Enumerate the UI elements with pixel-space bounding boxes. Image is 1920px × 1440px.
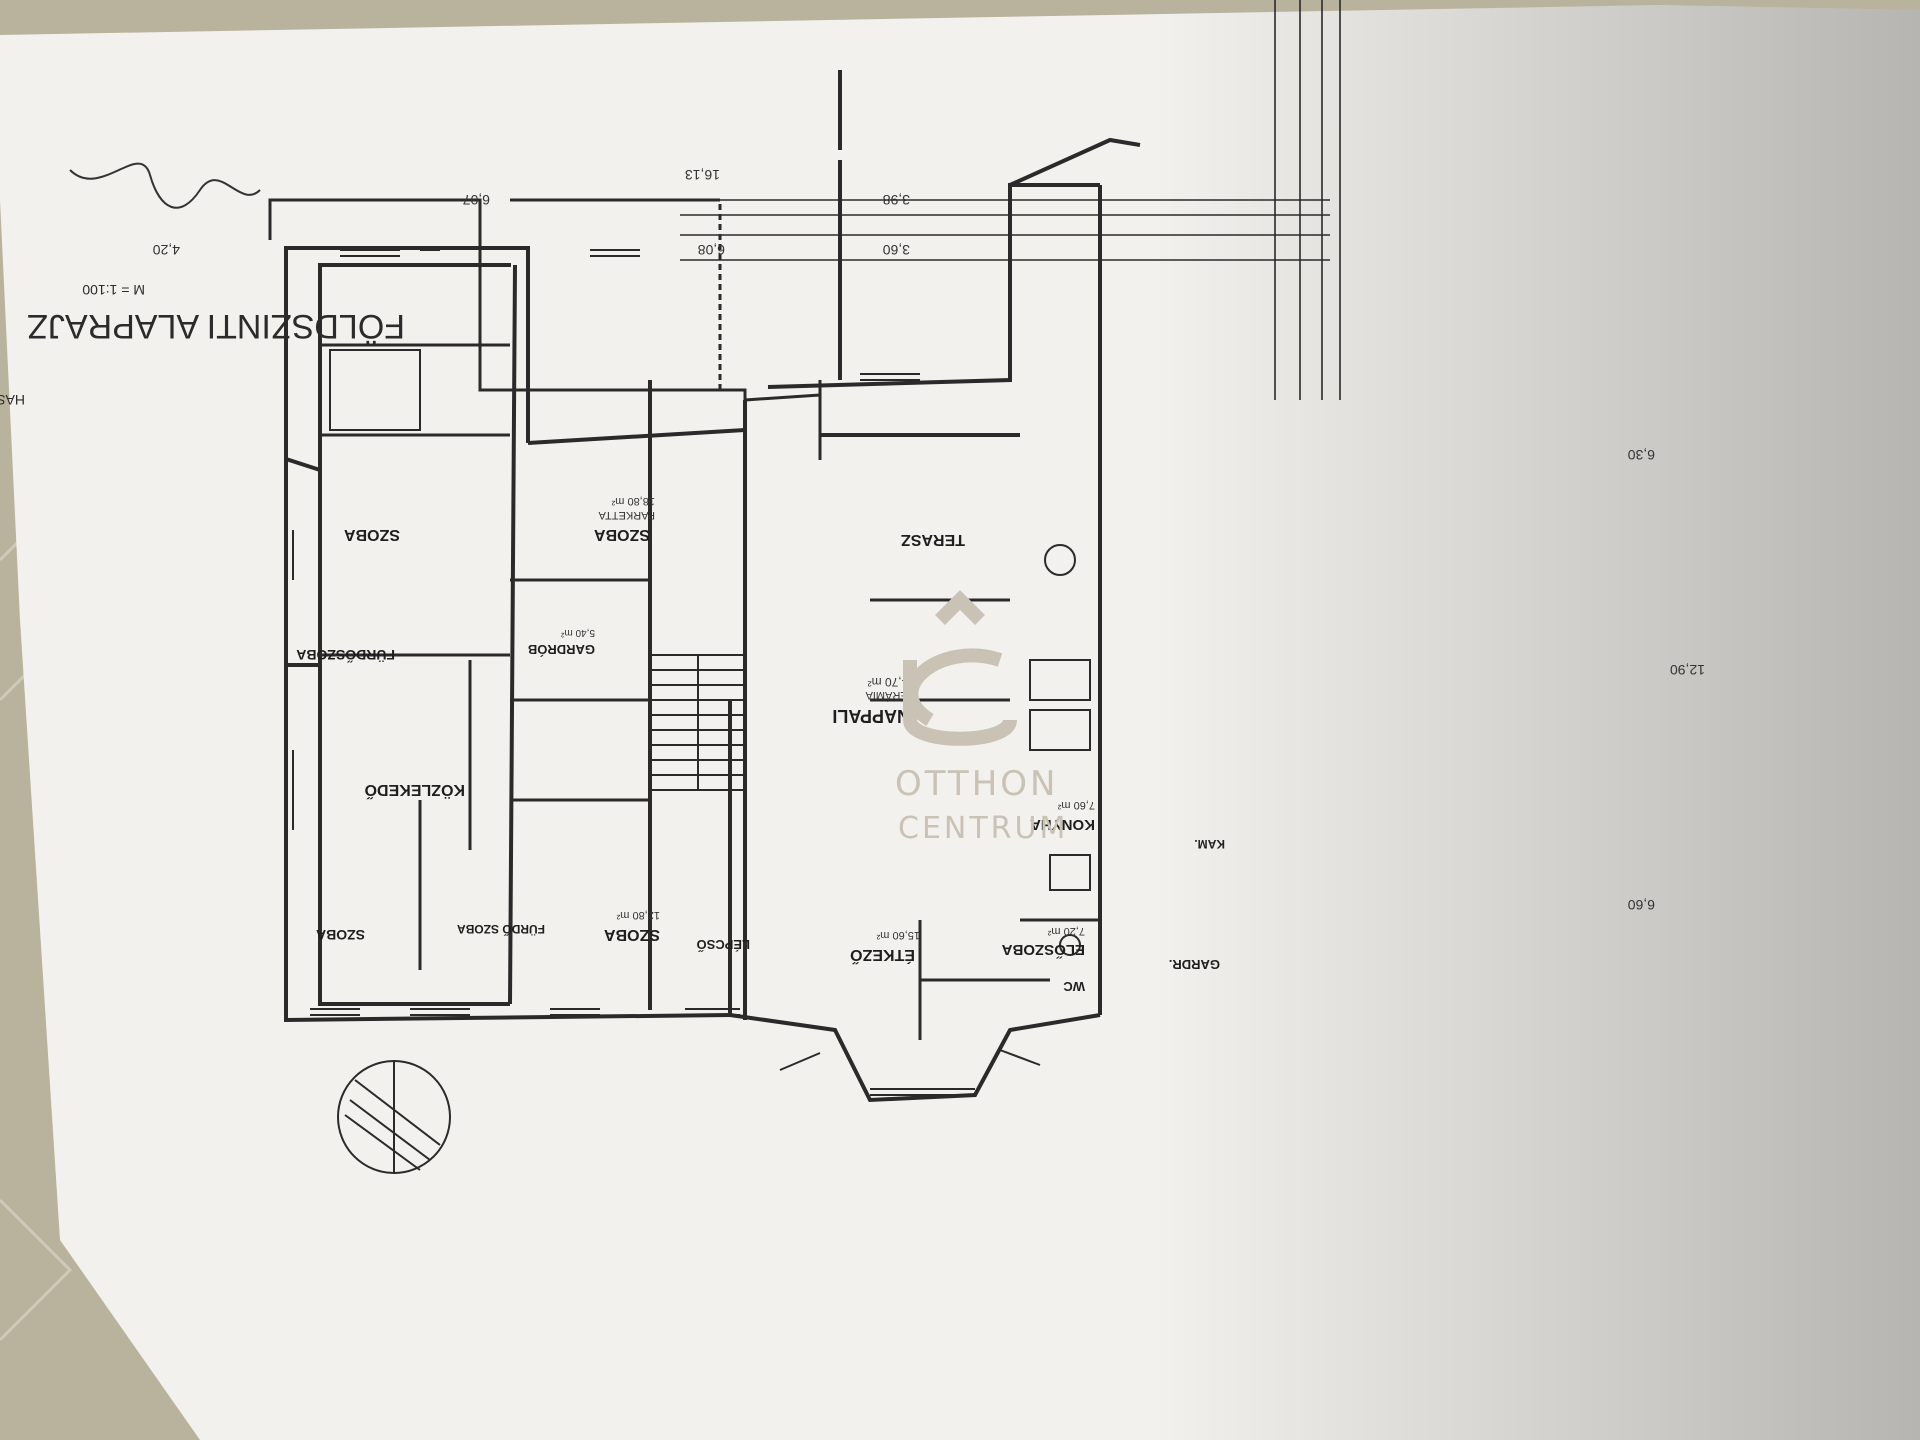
room-szoba-4: SZOBA [316,927,365,943]
watermark-line2: CENTRUM [898,811,1068,846]
room-gardrob-area: 5,40 m² [560,627,595,638]
north-arrow-icon [337,1060,451,1174]
room-lepcso: LÉPCSŐ [697,937,750,952]
plan-scale: M = 1:100 [82,282,145,298]
dim-top-e: 3,60 [883,242,910,258]
room-etkezo-area: 15,60 m² [876,929,920,941]
room-szoba-3-area: 12,80 m² [616,909,660,921]
room-eloszoba: ELŐSZOBA [1001,941,1085,959]
room-szoba-2: SZOBA [344,526,400,543]
signature [69,162,261,209]
dim-top-total: 16,13 [685,167,720,183]
exterior-walls [284,70,1141,1103]
dim-top-c: 6,08 [698,242,725,258]
room-gardr: GARDR. [1169,957,1220,972]
room-etkezo: ÉTKEZŐ [850,946,915,965]
room-furdo: FÜRDŐSZOBA [296,647,395,664]
plan-title: FÖLDSZINTI ALAPRAJZ [27,307,405,345]
dimension-lines [680,0,1341,400]
watermark-line1: OTTHON [895,764,1058,804]
dim-top-a: 6,07 [463,192,490,208]
room-szoba-1-area: 18,80 m² [611,495,655,507]
room-wc: WC [1063,979,1085,994]
stair-symbol [649,654,746,791]
room-nappali-floor: KERÁMIA [865,689,915,702]
area-note: HASZNOS ALAPTERÜLET: 117,65 m² [0,392,25,409]
room-furdo-2: FÜRDŐ SZOBA [457,922,545,937]
dim-right-total: 12,90 [1670,662,1705,678]
room-szoba-3: SZOBA [604,926,660,943]
room-szoba-1-floor: PARKETTA [598,509,655,521]
room-gardrob: GARDRÓB [528,642,595,657]
room-konyha-area: 7,60 m² [1057,799,1095,811]
room-eloszoba-area: 7,20 m² [1047,925,1085,937]
room-szoba-1: SZOBA [594,526,650,543]
otthon-centrum-watermark: OTTHON CENTRUM [895,590,1068,846]
dim-top-d: 4,20 [153,242,180,258]
plan-drawing: FÖLDSZINTI ALAPRAJZ M = 1:100 HASZNOS AL… [0,0,1705,1174]
dim-right-b: 6,60 [1628,897,1655,913]
room-kam: KAM. [1194,837,1225,851]
dim-right-a: 6,30 [1628,447,1655,463]
plan-labels: FÖLDSZINTI ALAPRAJZ M = 1:100 HASZNOS AL… [0,167,1705,994]
fixtures [329,349,1091,956]
windows [286,249,1041,1096]
dim-top-b: 3,98 [883,192,910,208]
interior-walls [320,343,1100,1040]
room-terasz: TERASZ [901,531,965,548]
room-kozlekedo: KÖZLEKEDŐ [365,781,465,800]
room-nappali: NAPPALI [832,706,910,726]
room-konyha: KONYHA [1030,816,1095,833]
